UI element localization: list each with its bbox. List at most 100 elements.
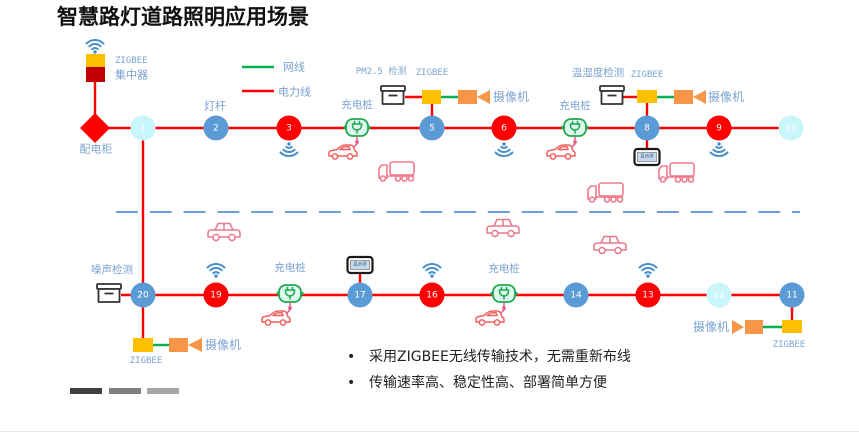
node-number: 6 bbox=[501, 124, 507, 134]
concentrator-module-label: ZIGBEE bbox=[115, 56, 148, 66]
zigbee-label: ZIGBEE bbox=[416, 68, 449, 78]
legend-network-line-label: 网线 bbox=[283, 60, 305, 74]
node-number: 14 bbox=[570, 291, 582, 301]
charging-cable bbox=[570, 136, 576, 149]
charging-station-bottom-2: 充电桩 bbox=[475, 262, 520, 326]
zigbee-module bbox=[782, 320, 802, 333]
wifi-node bbox=[276, 115, 302, 141]
truck-icon bbox=[587, 182, 624, 203]
wifi-icon bbox=[638, 262, 658, 279]
camera-label: 摄像机 bbox=[693, 319, 729, 334]
sensor-box-icon bbox=[96, 283, 122, 303]
charging-station-top-2: 充电桩 bbox=[546, 99, 591, 160]
page-indicator-segment-active bbox=[70, 388, 102, 394]
node-number: 12 bbox=[713, 291, 724, 301]
wifi-icon bbox=[85, 38, 105, 55]
node-16: 16 bbox=[419, 262, 445, 308]
node-number: 2 bbox=[213, 124, 219, 134]
camera-lens-icon bbox=[693, 90, 706, 104]
node-8: 温湿度检测 ZIGBEE 摄像机 8 显示屏 bbox=[572, 66, 744, 167]
node-number: 16 bbox=[426, 291, 438, 301]
node-number: 3 bbox=[286, 124, 292, 134]
node-2: 灯杆 2 bbox=[203, 99, 229, 141]
zigbee-label: ZIGBEE bbox=[773, 340, 806, 350]
concentrator-label: 集中器 bbox=[115, 68, 148, 82]
node-number: 13 bbox=[642, 291, 653, 301]
sensor-label: 温湿度检测 bbox=[572, 66, 625, 79]
lamp-node bbox=[130, 282, 156, 308]
node-number: 9 bbox=[716, 124, 722, 134]
concentrator: ZIGBEE 集中器 bbox=[85, 38, 148, 82]
node-number: 19 bbox=[210, 291, 222, 301]
charging-plug bbox=[502, 306, 506, 310]
camera-label: 摄像机 bbox=[708, 89, 744, 104]
ev-car-icon bbox=[546, 144, 576, 160]
charging-station-bottom-1: 充电桩 bbox=[261, 261, 306, 326]
zigbee-module bbox=[133, 338, 153, 352]
ev-charger-icon bbox=[488, 283, 520, 304]
truck-icon bbox=[378, 161, 415, 182]
ev-charger-icon bbox=[274, 283, 306, 304]
lamp-node bbox=[419, 115, 445, 141]
camera-icon bbox=[745, 320, 763, 334]
node-number: 8 bbox=[644, 124, 650, 134]
cabinet-label: 配电柜 bbox=[80, 143, 113, 156]
wifi-node bbox=[635, 282, 661, 308]
node-3: 3 bbox=[276, 115, 302, 158]
wifi-node bbox=[419, 282, 445, 308]
lamp-pole-label: 灯杆 bbox=[204, 99, 226, 113]
node-number: 5 bbox=[429, 124, 435, 134]
car-icon bbox=[207, 222, 241, 242]
node-9: 9 bbox=[706, 115, 732, 158]
lamp-node bbox=[203, 115, 229, 141]
legend: 网线 电力线 bbox=[242, 60, 311, 99]
page-indicator-segment bbox=[147, 388, 179, 394]
ev-car-icon bbox=[475, 310, 505, 326]
ev-charger-icon bbox=[341, 117, 373, 138]
lamp-node bbox=[634, 115, 660, 141]
lamp-node bbox=[563, 282, 589, 308]
node-number: 20 bbox=[137, 291, 149, 301]
sensor-box-icon bbox=[599, 85, 625, 105]
bottom-divider bbox=[0, 431, 859, 432]
wifi-icon bbox=[709, 141, 729, 158]
node-number: 10 bbox=[785, 124, 797, 134]
display-screen-text: 显示屏 bbox=[353, 262, 367, 268]
legend-power-line-label: 电力线 bbox=[278, 85, 311, 99]
zigbee-label: ZIGBEE bbox=[631, 70, 664, 80]
node-11: 11 摄像机 ZIGBEE bbox=[693, 282, 806, 350]
charging-station-label: 充电桩 bbox=[488, 262, 520, 275]
charging-cable bbox=[352, 136, 358, 149]
spare-node bbox=[778, 115, 804, 141]
road-traffic bbox=[207, 161, 695, 255]
car-icon bbox=[593, 235, 627, 255]
charging-plug bbox=[288, 306, 292, 310]
camera-lens-icon bbox=[188, 338, 202, 352]
sensor-label: 噪声检测 bbox=[91, 263, 133, 276]
camera-lens-icon bbox=[477, 90, 490, 104]
wifi-node bbox=[706, 115, 732, 141]
display-screen-text: 显示屏 bbox=[640, 154, 654, 160]
wifi-icon bbox=[206, 262, 226, 279]
ev-charger-icon bbox=[559, 117, 591, 138]
charging-cable bbox=[285, 302, 291, 315]
page-title: 智慧路灯道路照明应用场景 bbox=[57, 5, 309, 29]
feature-list: •采用ZIGBEE无线传输技术，无需重新布线 •传输速率高、稳定性高、部署简单方… bbox=[347, 345, 631, 397]
sensor-box-icon bbox=[380, 85, 406, 105]
camera-icon bbox=[169, 338, 188, 352]
node-14: 14 bbox=[563, 282, 589, 308]
feature-bullet: • 传输速率高、稳定性高、部署简单方便 bbox=[347, 371, 631, 397]
bullet-text: 传输速率高、稳定性高、部署简单方便 bbox=[369, 375, 607, 391]
charging-station-label: 充电桩 bbox=[274, 261, 306, 274]
zigbee-label: ZIGBEE bbox=[130, 356, 163, 366]
concentrator-body bbox=[86, 67, 105, 82]
camera-icon bbox=[674, 90, 693, 104]
page-indicator-segment bbox=[109, 388, 141, 394]
charging-cable bbox=[499, 302, 505, 315]
zigbee-module bbox=[637, 90, 657, 103]
camera-icon bbox=[458, 90, 477, 104]
concentrator-zigbee-module bbox=[86, 54, 105, 67]
bullet-marker: • bbox=[347, 375, 356, 391]
node-number: 11 bbox=[786, 291, 797, 301]
